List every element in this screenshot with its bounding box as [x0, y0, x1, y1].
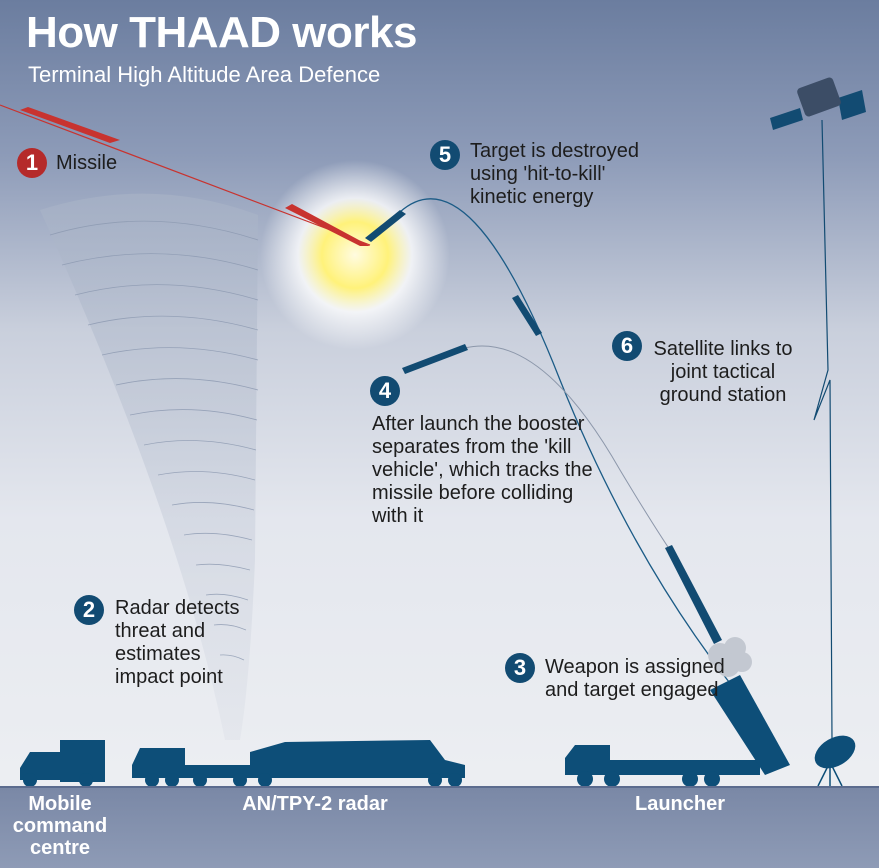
step-4-text: After launch the booster separates from …	[372, 413, 593, 527]
ground-station-dish	[814, 735, 856, 787]
satellite-link	[813, 119, 833, 741]
page-title: How THAAD works	[26, 8, 417, 57]
label-mobile-command-centre: Mobile command centre	[12, 793, 108, 859]
step-3-badge: 3	[505, 653, 535, 683]
launcher-vehicle	[565, 675, 790, 787]
booster-trajectory	[464, 345, 671, 551]
interceptor-trajectory	[399, 198, 761, 721]
command-vehicle	[20, 740, 105, 787]
separated-booster	[402, 344, 468, 374]
step-2-text: Radar detects threat and estimates impac…	[115, 597, 240, 688]
label-radar: AN/TPY-2 radar	[242, 793, 388, 815]
interceptor-boost	[665, 545, 722, 644]
step-1-badge: 1	[17, 148, 47, 178]
step-2-badge: 2	[74, 595, 104, 625]
step-5-badge: 5	[430, 140, 460, 170]
radar-beam	[40, 193, 258, 740]
ground-band	[0, 786, 879, 868]
satellite	[770, 77, 866, 130]
kill-vehicle	[365, 210, 406, 242]
step-1-text: Missile	[56, 152, 118, 174]
page-subtitle: Terminal High Altitude Area Defence	[28, 62, 381, 87]
step-6-text: Satellite links to joint tactical ground…	[653, 338, 793, 406]
interceptor-midcourse	[512, 295, 542, 336]
step-4-badge: 4	[370, 376, 400, 406]
missile-warhead	[285, 204, 370, 246]
missile-body	[20, 107, 120, 143]
explosion	[260, 160, 450, 350]
launch-smoke	[708, 637, 752, 677]
label-launcher: Launcher	[634, 793, 726, 815]
radar-vehicle	[132, 740, 465, 787]
step-3-text: Weapon is assigned and target engaged	[545, 656, 725, 701]
missile-trajectory	[0, 104, 371, 246]
step-5-text: Target is destroyed using 'hit-to-kill' …	[470, 140, 639, 208]
step-6-badge: 6	[612, 331, 642, 361]
